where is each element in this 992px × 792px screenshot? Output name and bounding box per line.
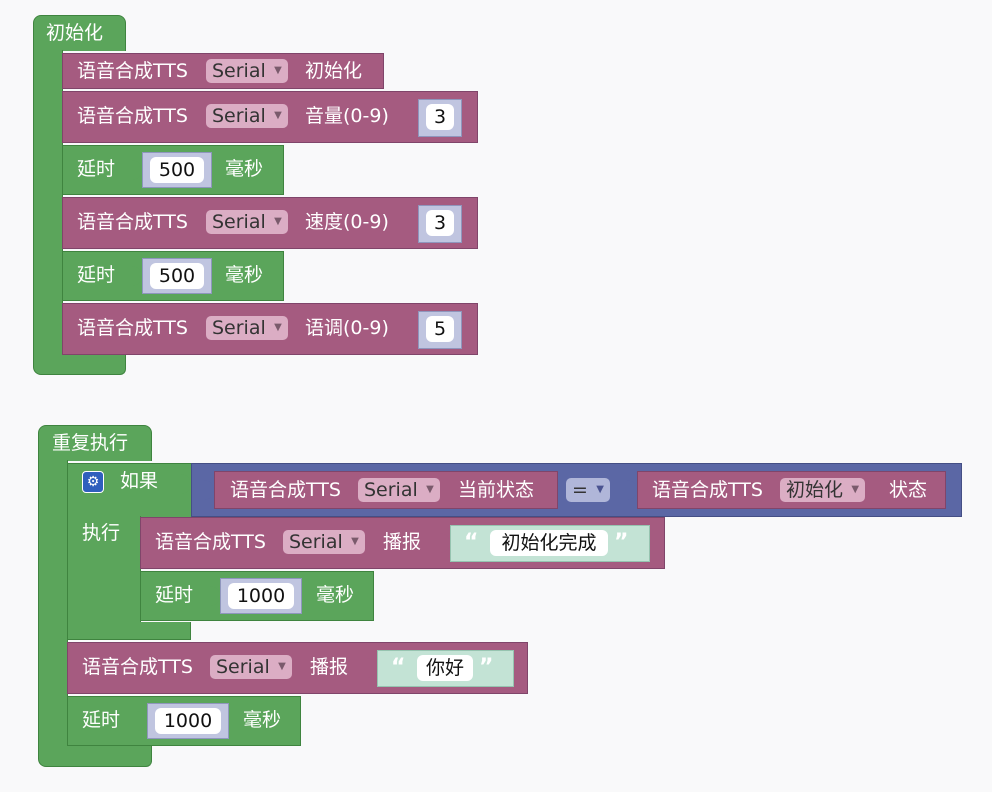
tone-input[interactable]: 5 bbox=[426, 316, 454, 342]
serial-dropdown-speak-1[interactable]: Serial▼ bbox=[283, 530, 365, 554]
delay-unit-2: 毫秒 bbox=[225, 264, 264, 286]
tts-init-label: 初始化 bbox=[305, 60, 363, 82]
tts-speak-prefix-1: 语音合成TTS bbox=[155, 531, 266, 553]
gear-icon[interactable]: ⚙ bbox=[82, 471, 104, 493]
tts-tone-prefix: 语音合成TTS bbox=[77, 317, 188, 339]
quote-close-icon: ” bbox=[479, 655, 494, 680]
tts-speed-prefix: 语音合成TTS bbox=[77, 211, 188, 233]
tts-init-prefix: 语音合成TTS bbox=[77, 60, 188, 82]
serial-dropdown-speed[interactable]: Serial▼ bbox=[206, 210, 288, 234]
delay-unit-4: 毫秒 bbox=[243, 709, 282, 731]
state-dropdown[interactable]: 初始化▼ bbox=[780, 478, 866, 502]
quote-open-icon: “ bbox=[464, 530, 479, 555]
loop-hat-body bbox=[38, 460, 68, 750]
serial-dropdown-volume[interactable]: Serial▼ bbox=[206, 104, 288, 128]
tts-const-prefix: 语音合成TTS bbox=[652, 479, 763, 501]
loop-hat-bottom bbox=[38, 745, 152, 767]
serial-dropdown-tone[interactable]: Serial▼ bbox=[206, 316, 288, 340]
delay-label-2: 延时 bbox=[77, 264, 116, 286]
setup-hat-block[interactable] bbox=[33, 15, 126, 51]
volume-input[interactable]: 3 bbox=[426, 104, 454, 130]
delay-input-4[interactable]: 1000 bbox=[155, 708, 221, 734]
speed-input[interactable]: 3 bbox=[426, 210, 454, 236]
loop-hat-label: 重复执行 bbox=[52, 432, 129, 454]
delay-input-3[interactable]: 1000 bbox=[228, 583, 294, 609]
delay-input-2[interactable]: 500 bbox=[150, 263, 204, 289]
tts-state-prefix: 语音合成TTS bbox=[230, 479, 341, 501]
delay-input-1[interactable]: 500 bbox=[150, 157, 204, 183]
delay-unit-3: 毫秒 bbox=[316, 584, 355, 606]
serial-dropdown-init[interactable]: Serial▼ bbox=[206, 59, 288, 83]
tts-volume-prefix: 语音合成TTS bbox=[77, 105, 188, 127]
delay-label-1: 延时 bbox=[77, 158, 116, 180]
tts-speed-label: 速度(0-9) bbox=[305, 211, 389, 233]
serial-dropdown-speak-2[interactable]: Serial▼ bbox=[210, 655, 292, 679]
if-block-side bbox=[67, 516, 141, 626]
do-label: 执行 bbox=[82, 522, 121, 544]
tts-volume-label: 音量(0-9) bbox=[305, 105, 389, 127]
serial-dropdown-state[interactable]: Serial▼ bbox=[358, 478, 440, 502]
delay-label-4: 延时 bbox=[82, 709, 121, 731]
tts-const-suffix: 状态 bbox=[889, 479, 928, 501]
tts-speak-prefix-2: 语音合成TTS bbox=[82, 656, 193, 678]
delay-label-3: 延时 bbox=[155, 584, 194, 606]
setup-hat-label: 初始化 bbox=[46, 22, 104, 44]
delay-unit-1: 毫秒 bbox=[225, 158, 264, 180]
speak-text-input-2[interactable]: 你好 bbox=[417, 655, 473, 681]
quote-close-icon: ” bbox=[614, 530, 629, 555]
if-block-bottom bbox=[67, 622, 191, 640]
setup-hat-body bbox=[33, 50, 63, 360]
tts-tone-label: 语调(0-9) bbox=[305, 317, 389, 339]
tts-speak-label-1: 播报 bbox=[383, 531, 422, 553]
quote-open-icon: “ bbox=[391, 655, 406, 680]
operator-dropdown[interactable]: =▼ bbox=[566, 478, 610, 502]
tts-state-label: 当前状态 bbox=[458, 479, 535, 501]
speak-text-input-1[interactable]: 初始化完成 bbox=[490, 530, 608, 556]
tts-speak-label-2: 播报 bbox=[310, 656, 349, 678]
if-label: 如果 bbox=[120, 470, 159, 492]
setup-hat-bottom bbox=[33, 355, 126, 375]
loop-hat-block[interactable] bbox=[38, 425, 152, 461]
